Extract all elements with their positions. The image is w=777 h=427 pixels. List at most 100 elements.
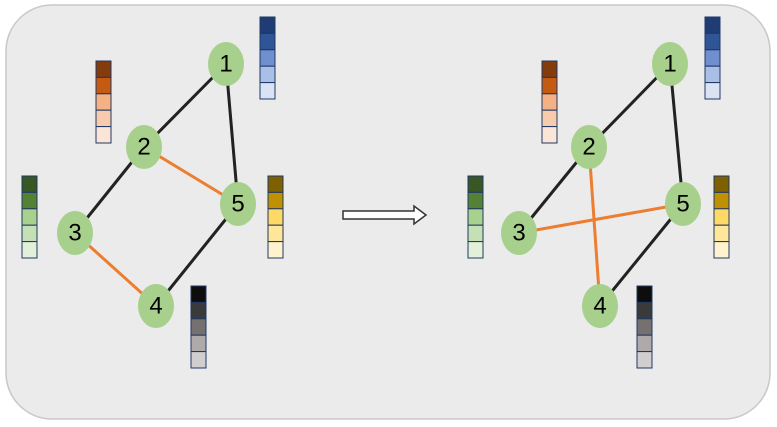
swatch-cell xyxy=(713,208,730,226)
swatch-cell xyxy=(259,49,276,67)
swatch-cell xyxy=(259,65,276,84)
after-edge-3-5 xyxy=(518,202,684,235)
swatch-cell xyxy=(636,318,653,336)
swatch-cell xyxy=(467,191,484,210)
node-label: 4 xyxy=(593,292,606,319)
after-node-2: 2 xyxy=(571,125,607,169)
before-feature-swatch-2 xyxy=(95,60,112,144)
after-edge-2-4 xyxy=(587,146,602,307)
swatch-cell xyxy=(704,49,721,67)
before-edge-1-5 xyxy=(224,63,240,205)
node-label: 3 xyxy=(512,219,525,246)
before-edge-4-5 xyxy=(154,203,240,307)
node-circle xyxy=(652,42,688,86)
before-node-2: 2 xyxy=(126,125,162,169)
before-node-5: 5 xyxy=(220,182,256,226)
swatch-cell xyxy=(704,65,721,84)
swatch-cell xyxy=(636,351,653,369)
swatch-cell xyxy=(190,334,207,353)
swatch-cell xyxy=(95,109,112,128)
swatch-cell xyxy=(704,16,721,34)
swatch-cell xyxy=(21,241,38,259)
swatch-cell xyxy=(467,224,484,243)
swatch-cell xyxy=(541,76,558,95)
after-node-1: 1 xyxy=(652,42,688,86)
swatch-cell xyxy=(21,208,38,226)
swatch-cell xyxy=(95,60,112,78)
before-feature-swatch-1 xyxy=(259,16,276,100)
node-label: 1 xyxy=(663,50,676,77)
node-circle xyxy=(582,284,618,328)
after-feature-swatch-4 xyxy=(636,285,653,369)
after-feature-swatch-2 xyxy=(541,60,558,144)
swatch-cell xyxy=(95,126,112,144)
swatch-cell xyxy=(541,126,558,144)
swatch-cell xyxy=(190,318,207,336)
swatch-cell xyxy=(21,191,38,210)
nodes-layer: 1 2 3 4 5 1 2 3 4 5 xyxy=(57,42,701,328)
after-node-3: 3 xyxy=(501,211,537,255)
swatch-cell xyxy=(21,175,38,193)
before-feature-swatch-5 xyxy=(267,175,284,259)
node-label: 2 xyxy=(137,133,150,160)
swatch-cell xyxy=(467,208,484,226)
swatch-cell xyxy=(713,224,730,243)
swatch-cell xyxy=(541,109,558,128)
node-circle xyxy=(501,211,537,255)
feature-swatches-layer xyxy=(21,16,730,369)
swatch-cell xyxy=(190,285,207,303)
swatch-cell xyxy=(267,224,284,243)
transform-arrow xyxy=(342,204,428,226)
node-circle xyxy=(208,42,244,86)
swatch-cell xyxy=(259,32,276,51)
swatch-cell xyxy=(713,241,730,259)
after-feature-swatch-3 xyxy=(467,175,484,259)
node-circle xyxy=(665,182,701,226)
swatch-cell xyxy=(21,224,38,243)
swatch-cell xyxy=(541,93,558,111)
node-circle xyxy=(126,125,162,169)
node-label: 1 xyxy=(219,50,232,77)
node-circle xyxy=(57,211,93,255)
swatch-cell xyxy=(713,191,730,210)
node-circle xyxy=(220,182,256,226)
swatch-cell xyxy=(267,208,284,226)
swatch-cell xyxy=(636,285,653,303)
before-node-3: 3 xyxy=(57,211,93,255)
swatch-cell xyxy=(636,301,653,320)
swatch-cell xyxy=(704,32,721,51)
swatch-cell xyxy=(190,301,207,320)
swatch-cell xyxy=(95,93,112,111)
before-node-4: 4 xyxy=(138,284,174,328)
node-label: 4 xyxy=(149,292,162,319)
swatch-cell xyxy=(267,191,284,210)
after-edge-4-5 xyxy=(598,203,685,307)
node-circle xyxy=(571,125,607,169)
swatch-cell xyxy=(259,82,276,100)
swatch-cell xyxy=(704,82,721,100)
after-node-4: 4 xyxy=(582,284,618,328)
swatch-cell xyxy=(259,16,276,34)
after-edge-1-5 xyxy=(668,63,685,205)
swatch-cell xyxy=(467,241,484,259)
swatch-cell xyxy=(267,175,284,193)
swatch-cell xyxy=(190,351,207,369)
after-feature-swatch-1 xyxy=(704,16,721,100)
after-feature-swatch-5 xyxy=(713,175,730,259)
node-label: 5 xyxy=(676,190,689,217)
swatch-cell xyxy=(541,60,558,78)
node-label: 3 xyxy=(68,219,81,246)
before-feature-swatch-3 xyxy=(21,175,38,259)
node-label: 5 xyxy=(231,190,244,217)
swatch-cell xyxy=(267,241,284,259)
node-circle xyxy=(138,284,174,328)
swatch-cell xyxy=(95,76,112,95)
swatch-cell xyxy=(713,175,730,193)
before-node-1: 1 xyxy=(208,42,244,86)
swatch-cell xyxy=(636,334,653,353)
after-node-5: 5 xyxy=(665,182,701,226)
before-feature-swatch-4 xyxy=(190,285,207,369)
node-label: 2 xyxy=(582,133,595,160)
swatch-cell xyxy=(467,175,484,193)
